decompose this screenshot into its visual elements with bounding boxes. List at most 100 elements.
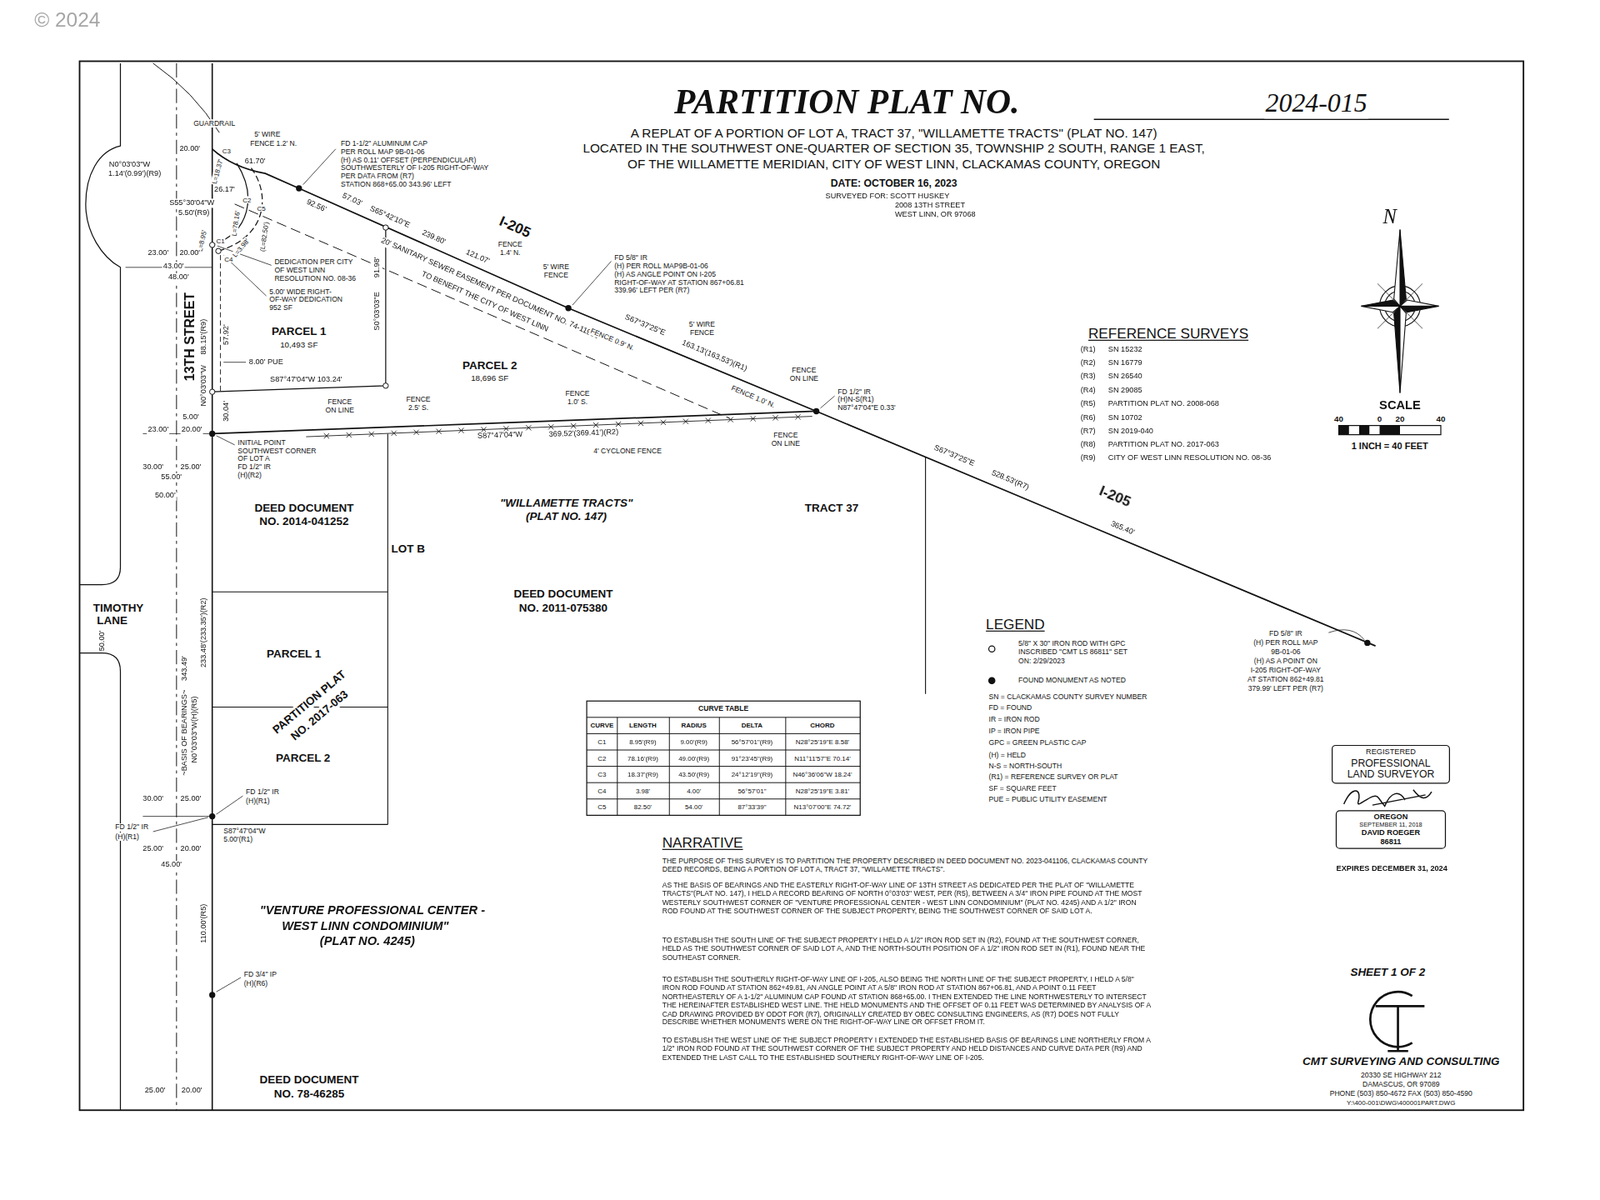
plat-label: N28°25'19"E 8.58' — [795, 738, 851, 746]
plat-label: 18.37'(R9) — [626, 770, 660, 779]
plat-label: PARCEL 2 — [275, 751, 332, 765]
plat-label: 23.00' — [146, 248, 170, 258]
plat-label: 20.00' — [179, 844, 202, 854]
plat-label: S87°47'04"W — [222, 827, 267, 836]
plat-label: CURVE — [589, 721, 615, 730]
plat-label: (H) AS ANGLE POINT ON I-205 — [613, 270, 717, 279]
plat-label: 43.50'(R9) — [677, 770, 710, 779]
plat-label: S67°37'25"E — [622, 312, 668, 339]
plat-label: S67°37'25"E — [931, 443, 977, 470]
plat-label: 57.03' — [340, 191, 365, 210]
plat-label: SURVEYED FOR: SCOTT HUSKEY — [824, 192, 950, 202]
plat-label: 20330 SE HIGHWAY 212 — [1360, 1071, 1443, 1080]
plat-label: OF-WAY DEDICATION — [268, 295, 344, 305]
plat-label: (H)(R2) — [236, 471, 263, 480]
plat-label: CMT SURVEYING AND CONSULTING — [1301, 1055, 1501, 1068]
plat-label: N28°25'19"E 3.81' — [795, 786, 851, 795]
plat-label: 1.14'(0.99')(R9) — [107, 170, 163, 180]
plat-label: 121.07' — [463, 247, 492, 267]
plat-label: N0°03'03"W — [200, 364, 210, 408]
plat-label: 4' CYCLONE FENCE — [592, 446, 663, 455]
plat-label: 110.00'(R5) — [200, 902, 210, 944]
legend-symbol — [986, 644, 997, 655]
plat-label: S0°03'03"E — [373, 290, 383, 332]
plat-label: A REPLAT OF A PORTION OF LOT A, TRACT 37… — [630, 126, 1159, 142]
plat-label: S87°47'04"W 103.24' — [269, 375, 344, 385]
plat-label: 2024-015 — [1264, 87, 1368, 119]
plat-label: 3.98' — [635, 786, 651, 795]
plat-label: L=18.37' — [210, 157, 225, 186]
plat-label: PER DATA FROM (R7) — [340, 172, 415, 181]
plat-label: SOUTHWEST CORNER — [236, 446, 318, 455]
plat-label: (R2) — [1080, 359, 1097, 369]
plat-label: C3 — [221, 147, 233, 155]
plat-label: (R9) — [1080, 454, 1097, 464]
plat-title: PARTITION PLAT NO. — [674, 82, 1020, 123]
plat-label: (PLAT NO. 147) — [525, 510, 609, 523]
plat-label: DEED DOCUMENT — [512, 587, 614, 600]
plat-label: TO ESTABLISH THE WEST LINE OF THE SUBJEC… — [660, 1036, 1153, 1063]
plat-label: 40 — [1333, 415, 1345, 425]
plat-label: SN 29085 — [1107, 386, 1144, 396]
plat-label: S65°42'10"E — [367, 204, 413, 231]
plat-label: 9.00'(R9) — [679, 738, 709, 746]
plat-label: (R4) — [1080, 386, 1097, 396]
plat-label: DEED DOCUMENT — [258, 1073, 360, 1086]
plat-label: 1.0' S. — [566, 398, 589, 407]
plat-label: NO. 2014-041252 — [258, 515, 350, 528]
plat-label: STATION 868+65.00 343.96' LEFT — [340, 180, 453, 190]
plat-label: N0°03'03"W(H)(R5) — [190, 695, 200, 765]
plat-label: 30.00' — [141, 794, 165, 804]
plat-label: 54.00' — [684, 803, 705, 811]
plat-label: 49.00'(R9) — [677, 754, 710, 762]
plat-label: 91.98' — [373, 255, 383, 279]
signature — [1331, 783, 1450, 810]
plat-label: (R5) — [1080, 400, 1097, 410]
plat-label: I-205 — [1095, 481, 1135, 510]
legend-text: N-S = NORTH-SOUTH — [987, 762, 1063, 771]
stamp-text: 86811 — [1380, 837, 1401, 847]
plat-label: THE PURPOSE OF THIS SURVEY IS TO PARTITI… — [660, 857, 1153, 875]
plat-label: SOUTHWESTERLY OF I-205 RIGHT-OF-WAY — [340, 164, 490, 173]
plat-label: 528.53'(R7) — [989, 468, 1031, 493]
plat-label: TRACT 37 — [804, 501, 860, 515]
plat-label: FD 3/4" IP — [242, 970, 278, 979]
plat-label: 50.00' — [154, 491, 177, 501]
plat-label: FENCE — [405, 395, 432, 405]
plat-label: FD 5/8" IR — [613, 254, 649, 263]
plat-label: 48.00' — [167, 273, 190, 283]
plat-label: 82.50' — [632, 803, 653, 811]
plat-label: SN 16779 — [1107, 359, 1144, 369]
plat-label: 56°57'01" — [736, 786, 768, 795]
plat-label: 5.00' — [181, 413, 200, 423]
plat-label: FENCE — [326, 398, 354, 407]
legend-text: (R1) = REFERENCE SURVEY OR PLAT — [987, 773, 1120, 782]
plat-label: 56°57'01"(R9) — [730, 738, 774, 746]
plat-label: 50.00' — [97, 629, 107, 652]
plat-label: 369.52'(369.41')(R2) — [547, 428, 620, 440]
plat-label: 87°33'39" — [736, 803, 768, 811]
plat-label: PHONE (503) 850-4672 FAX (503) 850-4590 — [1328, 1090, 1474, 1099]
plat-label: PER ROLL MAP 9B-01-06 — [340, 148, 426, 157]
plat-label: 25.00' — [141, 844, 165, 854]
plat-label: 57.92' — [222, 323, 232, 346]
plat-label: 23.00' — [146, 425, 170, 435]
plat-label: SN 15232 — [1107, 345, 1144, 355]
plat-label: 365.40' — [1108, 519, 1137, 538]
plat-label: 20.00' — [178, 248, 201, 258]
plat-label: ~BASIS OF BEARINGS~ — [180, 688, 190, 777]
plat-label: SHEET 1 OF 2 — [1349, 965, 1426, 979]
plat-label: 5' WIRE — [253, 130, 282, 140]
plat-label: N46°36'06"W 18.24' — [791, 770, 853, 779]
plat-label: (R8) — [1080, 440, 1097, 450]
plat-label: C2 — [596, 754, 608, 762]
plat-label: 10,493 SF — [279, 340, 320, 350]
plat-label: NO. 78-46285 — [272, 1087, 345, 1100]
plat-label: 30.04' — [222, 400, 232, 423]
plat-label: 4.00' — [685, 786, 702, 795]
plat-label: 78.16'(R9) — [626, 754, 660, 762]
plat-label: SN 2019-040 — [1107, 427, 1155, 437]
plat-label: N11°11'57"E 70.14' — [793, 754, 852, 762]
plat-label: OF WEST LINN — [273, 266, 326, 275]
plat-label: FENCE 1.0' N. — [729, 384, 778, 411]
